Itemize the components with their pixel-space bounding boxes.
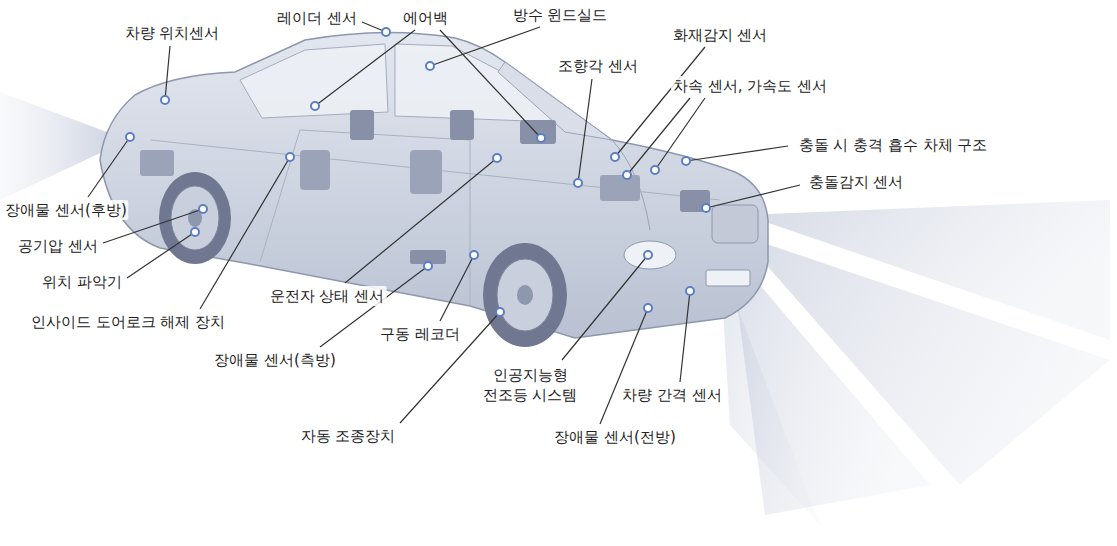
part-label: 장애물 센서(전방)	[552, 427, 677, 447]
part-label: 차속 센서, 가속도 센서	[671, 76, 829, 96]
part-label: 방수 윈드실드	[511, 5, 610, 25]
part-label: 충돌 시 충격 흡수 차체 구조	[797, 135, 990, 155]
part-label: 운전자 상태 센서	[268, 286, 387, 306]
part-label: 충돌감지 센서	[807, 172, 906, 192]
part-label: 레이더 센서	[275, 8, 359, 28]
part-label: 위치 파악기	[40, 272, 124, 292]
part-label: 조향각 센서	[556, 56, 640, 76]
part-label: 공기압 센서	[16, 236, 100, 256]
part-label: 화재감지 센서	[671, 25, 770, 45]
part-label: 인사이드 도어로크 해제 장치	[29, 312, 227, 332]
part-label: 장애물 센서(후방)	[3, 200, 128, 220]
sensor-dots	[126, 28, 710, 316]
part-label: 자동 조종장치	[299, 426, 398, 446]
part-label: 에어백	[401, 8, 450, 28]
part-label: 차량 위치센서	[123, 23, 222, 43]
part-label: 인공지능형 전조등 시스템	[480, 365, 580, 406]
part-label: 차량 간격 센서	[620, 385, 724, 405]
part-label: 구동 레코더	[378, 324, 462, 344]
part-label: 장애물 센서(측방)	[212, 350, 337, 370]
car-body	[100, 32, 768, 338]
